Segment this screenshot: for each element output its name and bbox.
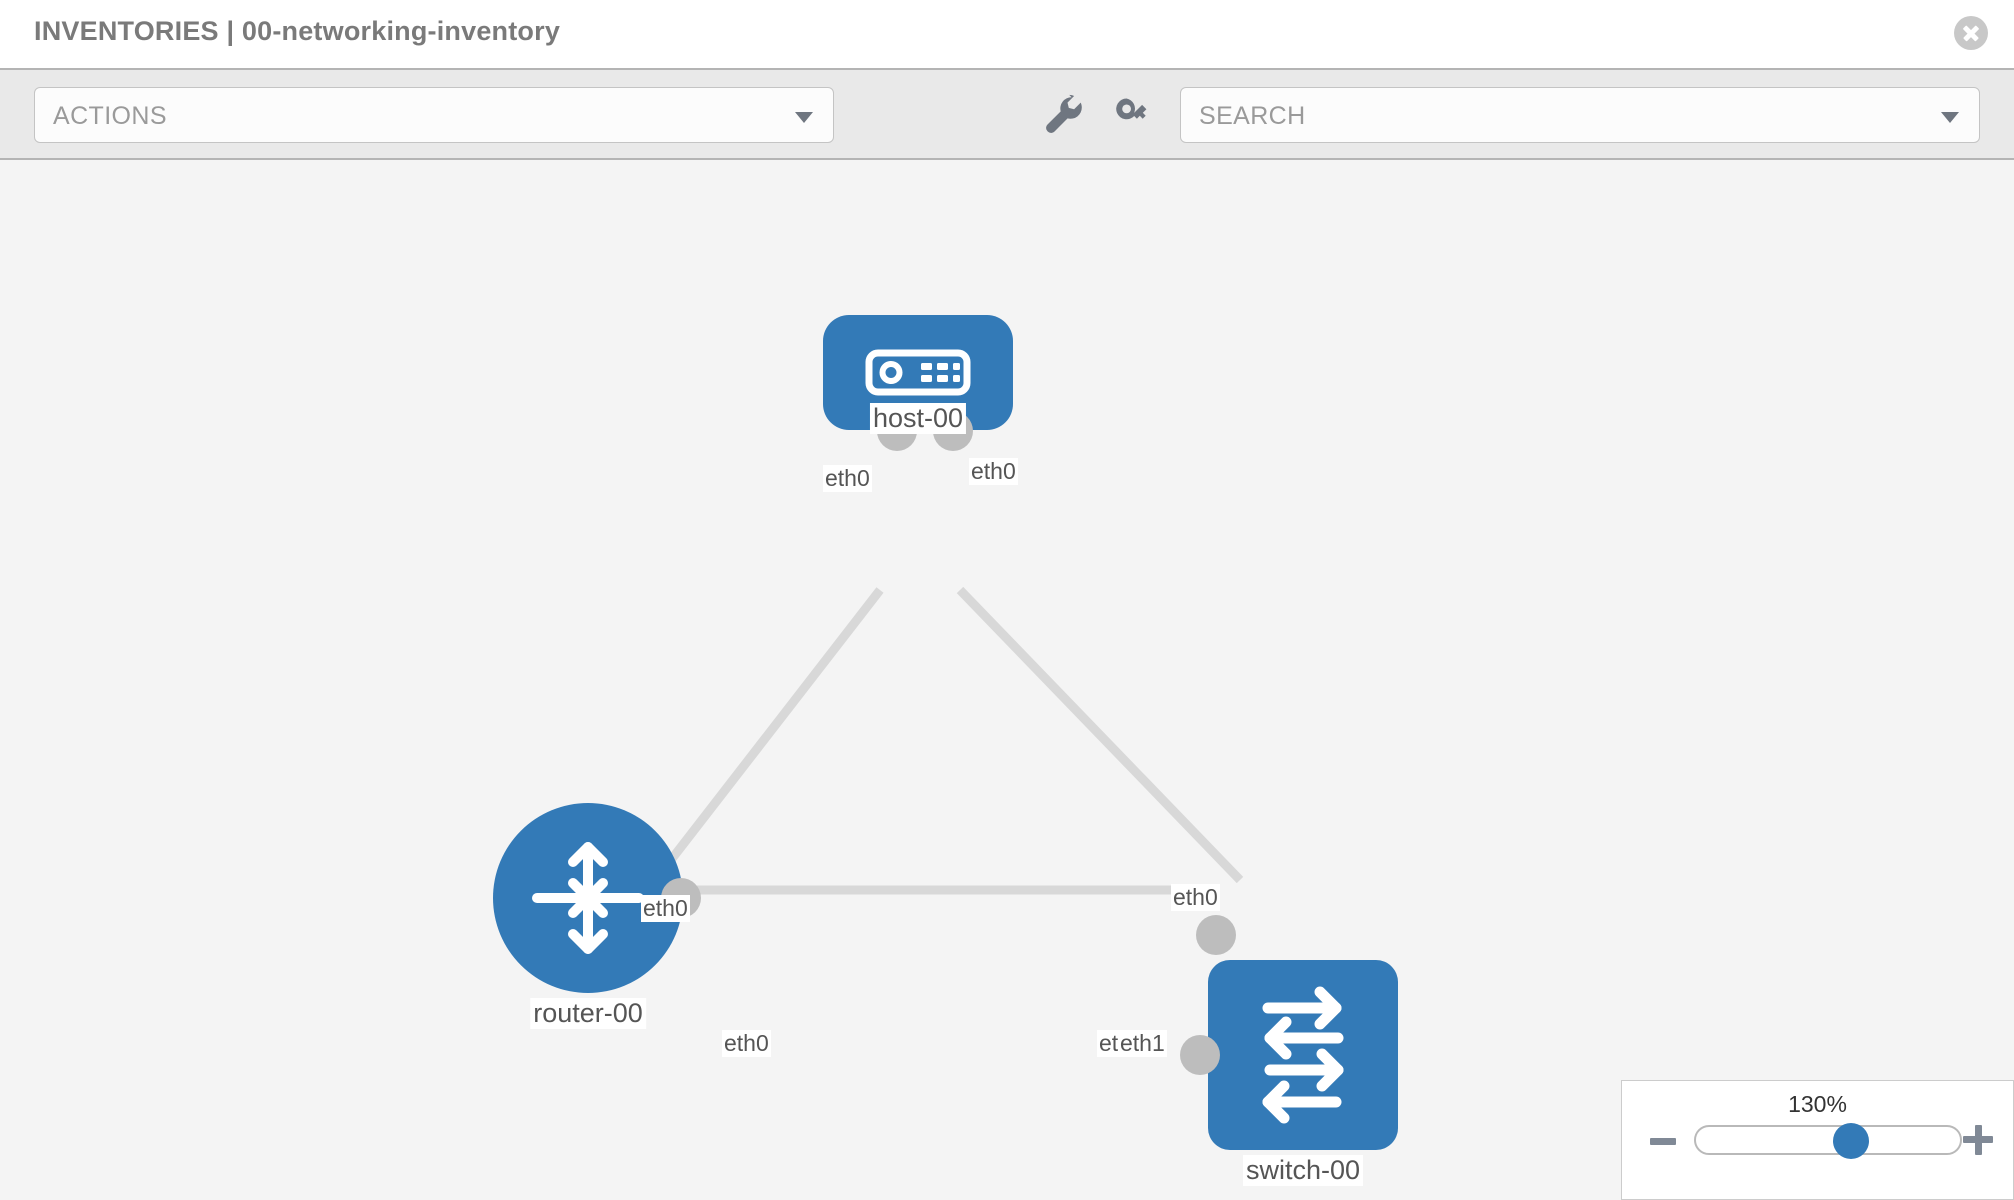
node-switch-00[interactable]: switch-00 [1180,915,1398,1186]
zoom-control-panel: 130% [1621,1080,2014,1200]
key-icon[interactable] [1108,90,1158,140]
edge-label-switch-eth0-upper: eth0 [1171,884,1220,911]
search-placeholder: SEARCH [1199,102,1306,130]
page-header: INVENTORIES | 00-networking-inventory [0,0,2014,68]
actions-dropdown[interactable]: ACTIONS [34,87,834,143]
search-input[interactable]: SEARCH [1180,87,1980,143]
node-label-router-00: router-00 [530,998,646,1029]
edge-label-router-eth0-upper: eth0 [641,895,690,922]
node-label-host-00: host-00 [869,403,967,434]
zoom-out-button[interactable] [1650,1127,1676,1153]
switch-node-shape[interactable] [1208,960,1398,1150]
host-node-shape[interactable] [823,315,1013,430]
zoom-slider[interactable] [1694,1123,1962,1159]
switch-arrows-icon [1262,986,1344,1124]
edge-label-router-eth0-right: eth0 [722,1030,771,1057]
zoom-slider-thumb[interactable] [1833,1123,1869,1159]
server-icon [865,349,971,396]
actions-dropdown-label: ACTIONS [53,102,167,130]
toolbar: ACTIONS SEARCH [0,68,2014,160]
topology-canvas[interactable]: host-00 eth0 eth0 [0,160,2014,1200]
zoom-in-button[interactable] [1963,1125,1993,1155]
topology-links [636,586,1244,903]
minus-icon [1650,1138,1676,1145]
close-icon[interactable] [1954,16,1988,50]
node-label-switch-00: switch-00 [1242,1155,1364,1186]
plus-icon-vertical [1974,1125,1982,1155]
endpoint-switch-top[interactable] [1196,915,1236,955]
page-title: INVENTORIES | 00-networking-inventory [34,16,561,46]
chevron-down-icon [795,112,813,123]
wrench-icon[interactable] [1038,90,1088,140]
node-host-00[interactable]: host-00 [823,315,1013,451]
edge-label-host-eth0-right: eth0 [969,458,1018,485]
search-chevron-down-icon[interactable] [1941,112,1959,123]
edge-label-switch-eth1-left: eth1 [1118,1030,1167,1057]
zoom-percent-label: 130% [1788,1091,1847,1117]
router-arrows-icon [532,842,644,954]
edge-label-host-eth0-left: eth0 [823,465,872,492]
endpoint-switch-left[interactable] [1180,1035,1220,1075]
